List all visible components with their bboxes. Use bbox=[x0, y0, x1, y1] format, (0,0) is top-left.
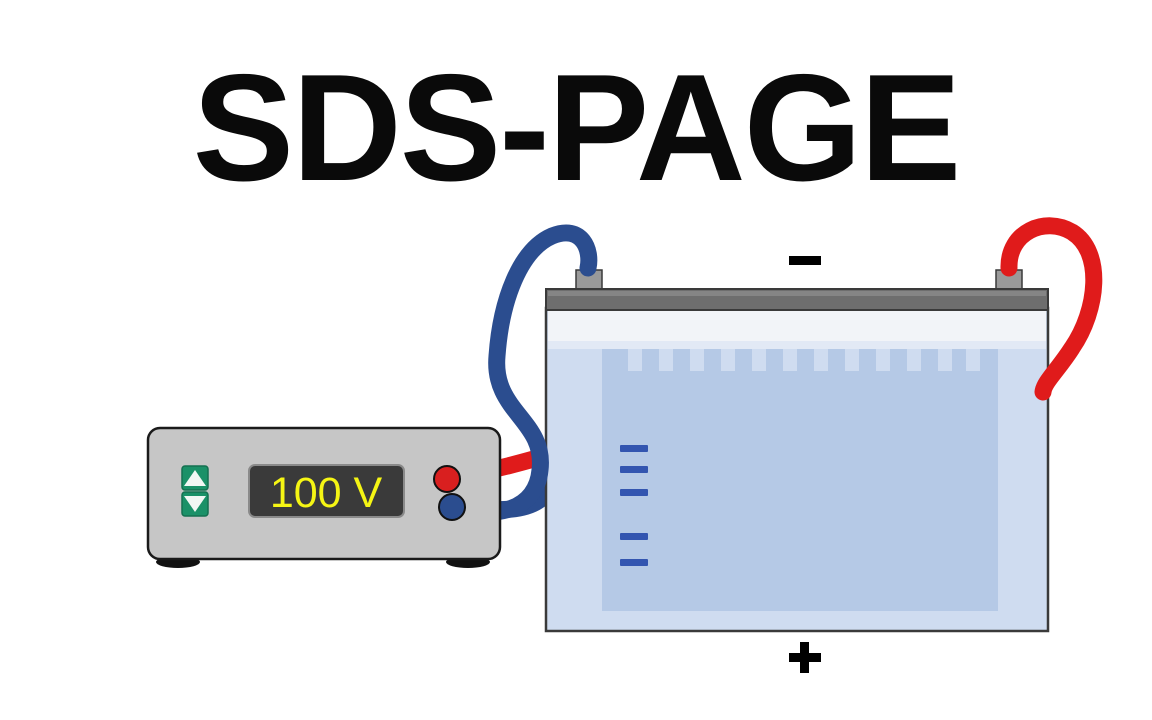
increase-voltage-button[interactable] bbox=[181, 465, 209, 491]
gel-wells bbox=[628, 349, 980, 371]
gel-well bbox=[752, 349, 766, 371]
ladder-band bbox=[620, 466, 648, 473]
electrophoresis-power-supply: 100 V bbox=[146, 426, 502, 568]
gel-well bbox=[659, 349, 673, 371]
triangle-up-icon[interactable] bbox=[184, 470, 206, 486]
negative-polarity-label bbox=[789, 256, 821, 265]
buffer-surface-gradient bbox=[548, 341, 1046, 349]
gel-well bbox=[966, 349, 980, 371]
positive-terminal[interactable] bbox=[433, 465, 461, 493]
gel-well bbox=[938, 349, 952, 371]
chamber-lid-highlight bbox=[548, 291, 1046, 296]
ladder-band bbox=[620, 489, 648, 496]
voltage-display-screen[interactable] bbox=[248, 464, 405, 518]
ladder-band bbox=[620, 559, 648, 566]
voltage-display-value: 100 V bbox=[270, 469, 383, 517]
triangle-down-icon[interactable] bbox=[184, 496, 206, 512]
protein-ladder-bands bbox=[620, 445, 648, 566]
gel-well bbox=[845, 349, 859, 371]
gel-slab bbox=[602, 349, 998, 611]
gel-well bbox=[783, 349, 797, 371]
minus-symbol-bar bbox=[789, 256, 821, 265]
gel-well bbox=[814, 349, 828, 371]
buffer-surface-band bbox=[548, 310, 1046, 343]
voltage-display[interactable]: 100 V bbox=[248, 464, 405, 518]
gel-electrophoresis-chamber bbox=[544, 269, 1050, 633]
decrease-voltage-button[interactable] bbox=[181, 491, 209, 517]
ladder-band bbox=[620, 445, 648, 452]
ladder-band bbox=[620, 533, 648, 540]
gel-well bbox=[690, 349, 704, 371]
red-cable-loop bbox=[1000, 217, 1103, 401]
gel-well bbox=[876, 349, 890, 371]
blue-cable bbox=[443, 224, 598, 521]
gel-well bbox=[721, 349, 735, 371]
gel-well bbox=[628, 349, 642, 371]
page-title: SDS-PAGE bbox=[193, 43, 960, 213]
gel-well bbox=[907, 349, 921, 371]
positive-polarity-label bbox=[789, 642, 821, 673]
negative-terminal[interactable] bbox=[438, 493, 466, 521]
plus-symbol-vertical bbox=[800, 642, 809, 673]
